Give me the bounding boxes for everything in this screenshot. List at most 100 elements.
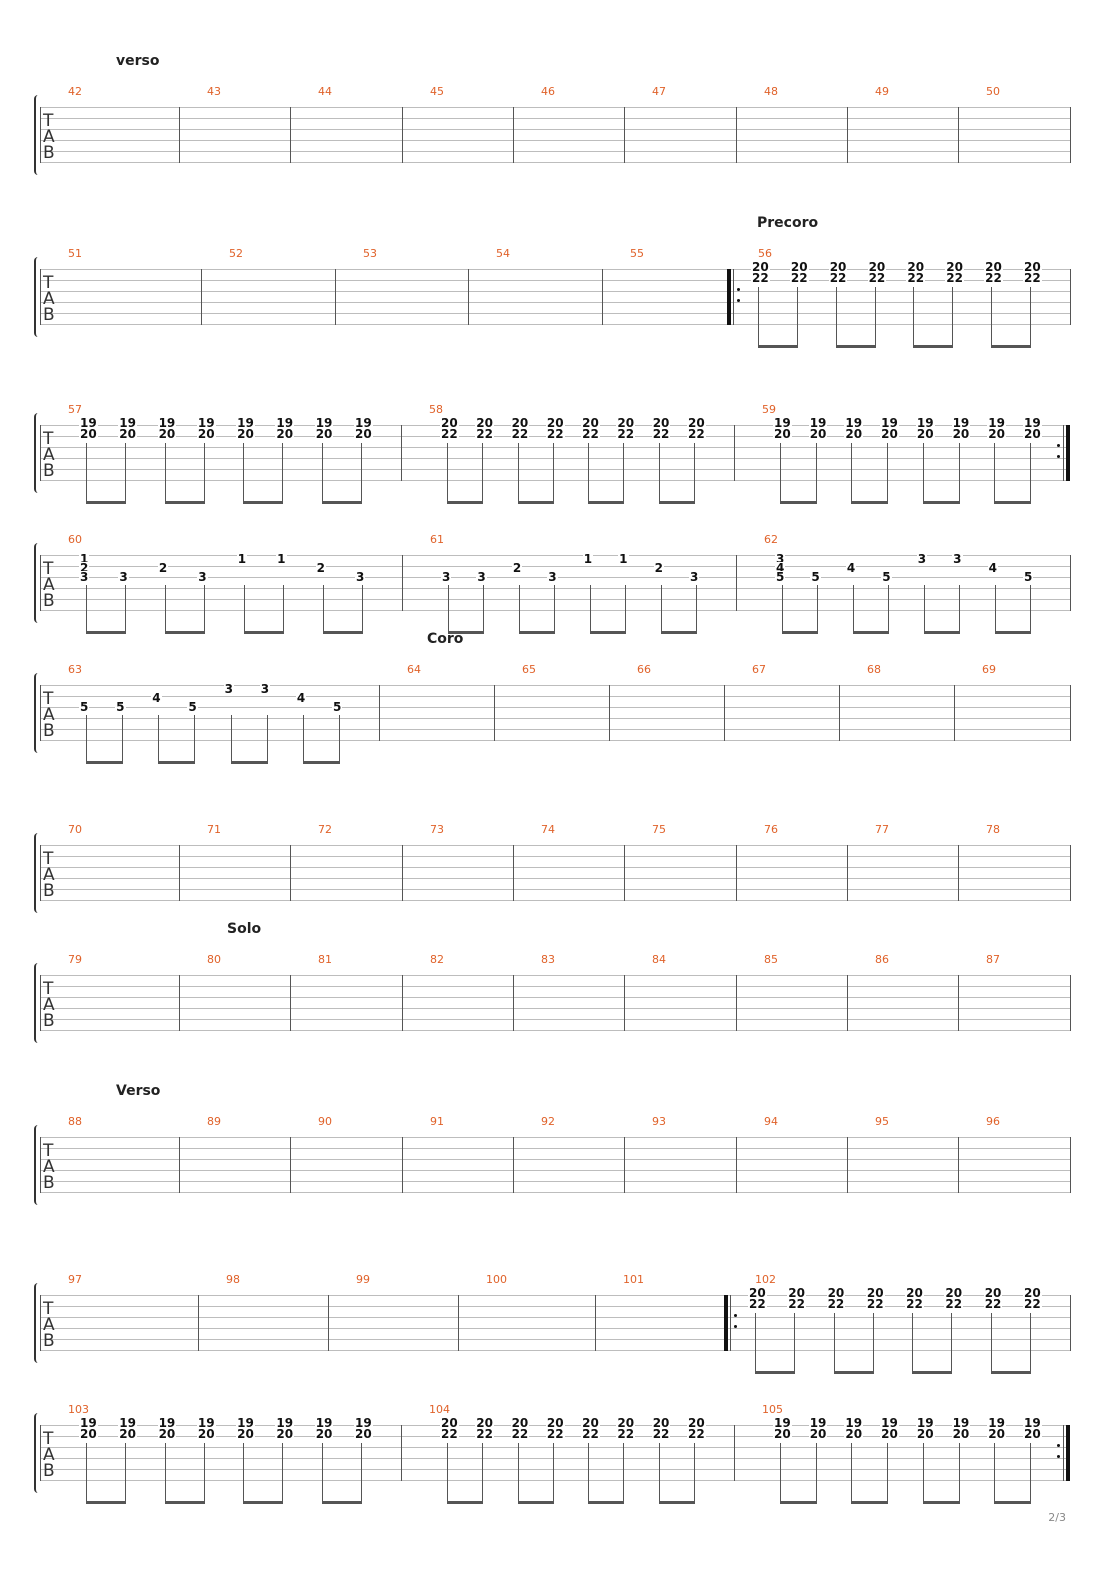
measure-number: 52 <box>229 247 243 260</box>
fret-number: 22 <box>789 271 809 285</box>
measure-number: 99 <box>356 1273 370 1286</box>
measure-number: 51 <box>68 247 82 260</box>
barline <box>958 975 959 1031</box>
note-stem <box>623 443 625 503</box>
string-line <box>40 975 1070 976</box>
note-stem <box>552 443 554 503</box>
fret-number: 20 <box>687 416 706 430</box>
tab-clef-letter: A <box>43 995 55 1015</box>
fret-number: 5 <box>1023 570 1034 584</box>
measure-number: 50 <box>986 85 1000 98</box>
fret-number: 20 <box>440 416 459 430</box>
fret-number: 20 <box>275 1427 295 1441</box>
fret-number: 22 <box>748 1297 767 1311</box>
measure-number: 100 <box>486 1273 507 1286</box>
measure-number: 87 <box>986 953 1000 966</box>
fret-number: 20 <box>773 427 792 441</box>
note-beam <box>164 1501 205 1504</box>
measure-number: 54 <box>496 247 510 260</box>
note-beam <box>86 631 127 634</box>
tab-clef-letter: B <box>43 1461 55 1481</box>
fret-number: 22 <box>475 427 494 441</box>
note-stem <box>447 1443 448 1503</box>
string-line <box>40 566 1070 567</box>
fret-number: 19 <box>275 1416 295 1430</box>
barline <box>513 975 514 1031</box>
note-beam <box>990 1371 1031 1374</box>
string-line <box>40 1148 1070 1149</box>
repeat-dot <box>734 1325 737 1328</box>
measure-number: 58 <box>429 403 443 416</box>
barline <box>847 975 848 1031</box>
barline <box>1070 269 1071 325</box>
note-stem <box>1030 585 1031 633</box>
string-line <box>40 269 1070 270</box>
barline <box>379 685 380 741</box>
barline <box>736 555 737 611</box>
measure-number: 94 <box>764 1115 778 1128</box>
staff-brace <box>34 673 42 753</box>
tab-clef-letter: T <box>43 1299 54 1319</box>
string-line <box>40 1480 1070 1481</box>
string-line <box>40 151 1070 152</box>
measure-number: 63 <box>68 663 82 676</box>
note-stem <box>588 1443 590 1503</box>
note-stem <box>994 585 996 633</box>
string-line <box>40 447 1070 448</box>
note-stem <box>951 1313 953 1373</box>
fret-number: 20 <box>748 1286 767 1300</box>
repeat-dot <box>734 1314 737 1317</box>
note-beam <box>321 501 362 504</box>
fret-number: 20 <box>1023 260 1042 274</box>
fret-number: 19 <box>880 1416 899 1430</box>
string-line <box>40 280 1070 281</box>
note-stem <box>851 1443 853 1503</box>
string-line <box>40 324 1070 325</box>
note-stem <box>1030 1313 1031 1373</box>
note-stem <box>835 287 837 347</box>
note-beam <box>922 1501 960 1504</box>
fret-number: 20 <box>867 260 887 274</box>
note-stem <box>482 1443 484 1503</box>
measure-number: 60 <box>68 533 82 546</box>
section-label: Verso <box>116 1083 161 1099</box>
string-line <box>40 1317 1070 1318</box>
note-stem <box>321 1443 323 1503</box>
note-stem <box>282 1443 284 1503</box>
measure-number: 96 <box>986 1115 1000 1128</box>
repeat-start-bar <box>727 269 731 325</box>
fret-number: 20 <box>808 427 828 441</box>
fret-number: 20 <box>196 427 216 441</box>
note-stem <box>874 287 876 347</box>
barline <box>402 107 403 163</box>
barline <box>724 685 725 741</box>
fret-number: 19 <box>275 416 295 430</box>
barline <box>290 975 291 1031</box>
string-line <box>40 1447 1070 1448</box>
note-stem <box>922 1443 924 1503</box>
fret-number: 3 <box>118 570 129 584</box>
note-beam <box>322 631 363 634</box>
barline <box>402 975 403 1031</box>
string-line <box>40 867 1070 868</box>
measure-number: 46 <box>541 85 555 98</box>
tab-clef-letter: B <box>43 143 55 163</box>
fret-number: 20 <box>510 1416 530 1430</box>
note-stem <box>483 585 485 633</box>
tab-clef-letter: A <box>43 1445 55 1465</box>
note-stem <box>994 1443 996 1503</box>
barline <box>736 845 737 901</box>
measure-number: 47 <box>652 85 666 98</box>
measure-number: 90 <box>318 1115 332 1128</box>
note-beam <box>517 501 554 504</box>
fret-number: 19 <box>314 1416 334 1430</box>
fret-number: 19 <box>773 1416 792 1430</box>
fret-number: 22 <box>984 271 1003 285</box>
note-stem <box>1030 287 1031 347</box>
fret-number: 22 <box>651 1427 671 1441</box>
tab-clef-letter: A <box>43 705 55 725</box>
